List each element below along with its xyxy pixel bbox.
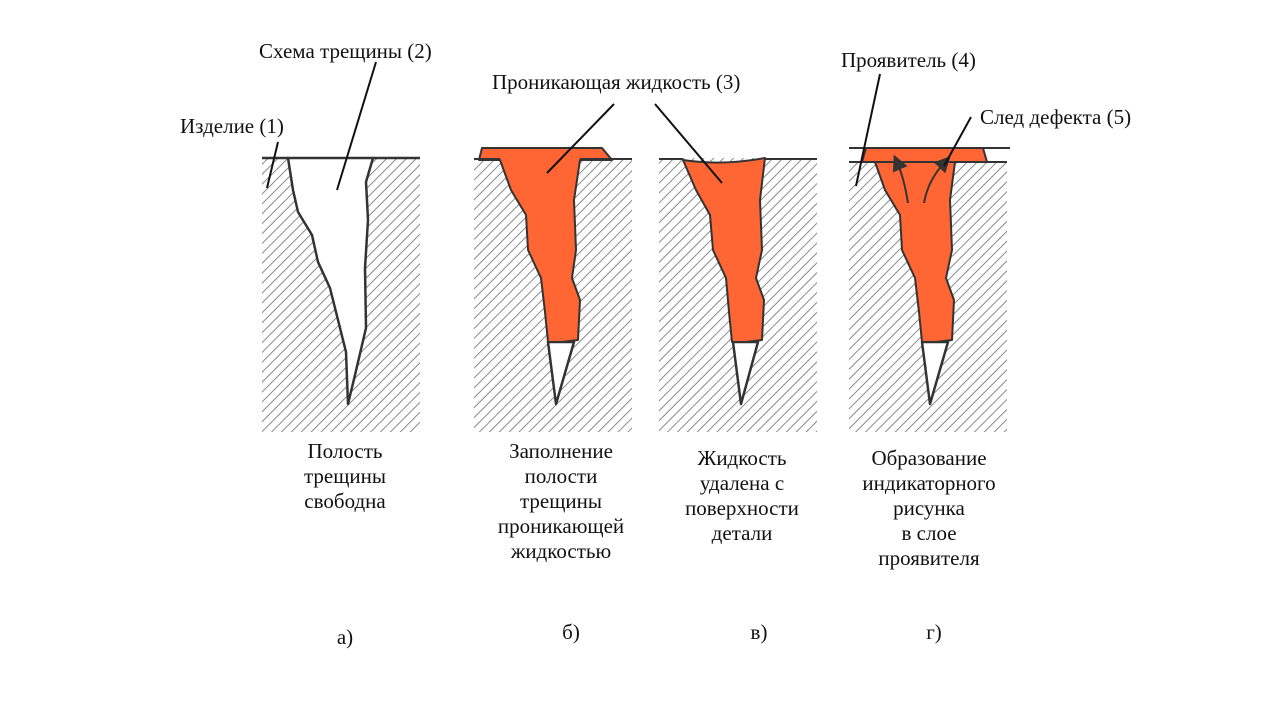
panel-v-penetrant-fill xyxy=(682,157,766,343)
caption-g-line: проявителя xyxy=(878,546,980,570)
panel-b-specimen xyxy=(474,147,632,432)
label-penetrant: Проникающая жидкость (3) xyxy=(492,70,741,94)
caption-v: Жидкость удалена с поверхности детали xyxy=(685,446,799,546)
label-developer: Проявитель (4) xyxy=(841,48,976,72)
leader-developer xyxy=(855,73,881,187)
label-product: Изделие (1) xyxy=(180,114,284,138)
caption-b-line: проникающей xyxy=(497,514,625,538)
caption-b-line: Заполнение xyxy=(509,439,613,463)
caption-v-line: детали xyxy=(711,521,773,545)
caption-b-line: полости xyxy=(524,464,598,488)
caption-g-line: в слое xyxy=(901,521,957,545)
caption-a-line: свободна xyxy=(304,489,386,513)
caption-a-line: Полость xyxy=(307,439,383,463)
panel-v-specimen xyxy=(659,157,817,432)
leader-crack-scheme xyxy=(336,61,377,191)
label-crack-scheme: Схема трещины (2) xyxy=(259,39,432,63)
stage-letter-a: а) xyxy=(336,625,354,649)
panel-a-crack-cavity xyxy=(286,156,375,406)
migration-arrow-left xyxy=(892,154,909,204)
caption-g-line: индикаторного xyxy=(862,471,996,495)
caption-v-line: Жидкость xyxy=(697,446,787,470)
leader-defect-trace xyxy=(943,116,972,167)
caption-g-line: Образование xyxy=(871,446,987,470)
caption-b-line: жидкостью xyxy=(510,539,612,563)
caption-v-line: удалена с xyxy=(699,471,785,495)
caption-v-line: поверхности xyxy=(685,496,799,520)
caption-b: Заполнение полости трещины проникающей ж… xyxy=(498,439,624,564)
caption-a: Полость трещины свободна xyxy=(304,439,386,514)
caption-g: Образование индикаторного рисунка в слое… xyxy=(862,446,995,571)
leader-product xyxy=(266,141,279,189)
migration-arrow-right xyxy=(923,156,951,204)
panel-a-specimen xyxy=(262,156,420,432)
leader-lines xyxy=(266,61,972,191)
caption-b-line: трещины xyxy=(519,489,602,513)
leader-penetrant-v xyxy=(654,103,723,184)
caption-a-line: трещины xyxy=(303,464,387,488)
panel-g-specimen xyxy=(849,147,1010,432)
stage-letter-v: в) xyxy=(750,620,768,644)
caption-g-line: рисунка xyxy=(893,496,965,520)
stage-letter-b: б) xyxy=(562,620,580,644)
stage-letter-g: г) xyxy=(926,620,942,644)
leader-penetrant-b xyxy=(546,103,615,174)
label-defect-trace: След дефекта (5) xyxy=(980,105,1132,129)
